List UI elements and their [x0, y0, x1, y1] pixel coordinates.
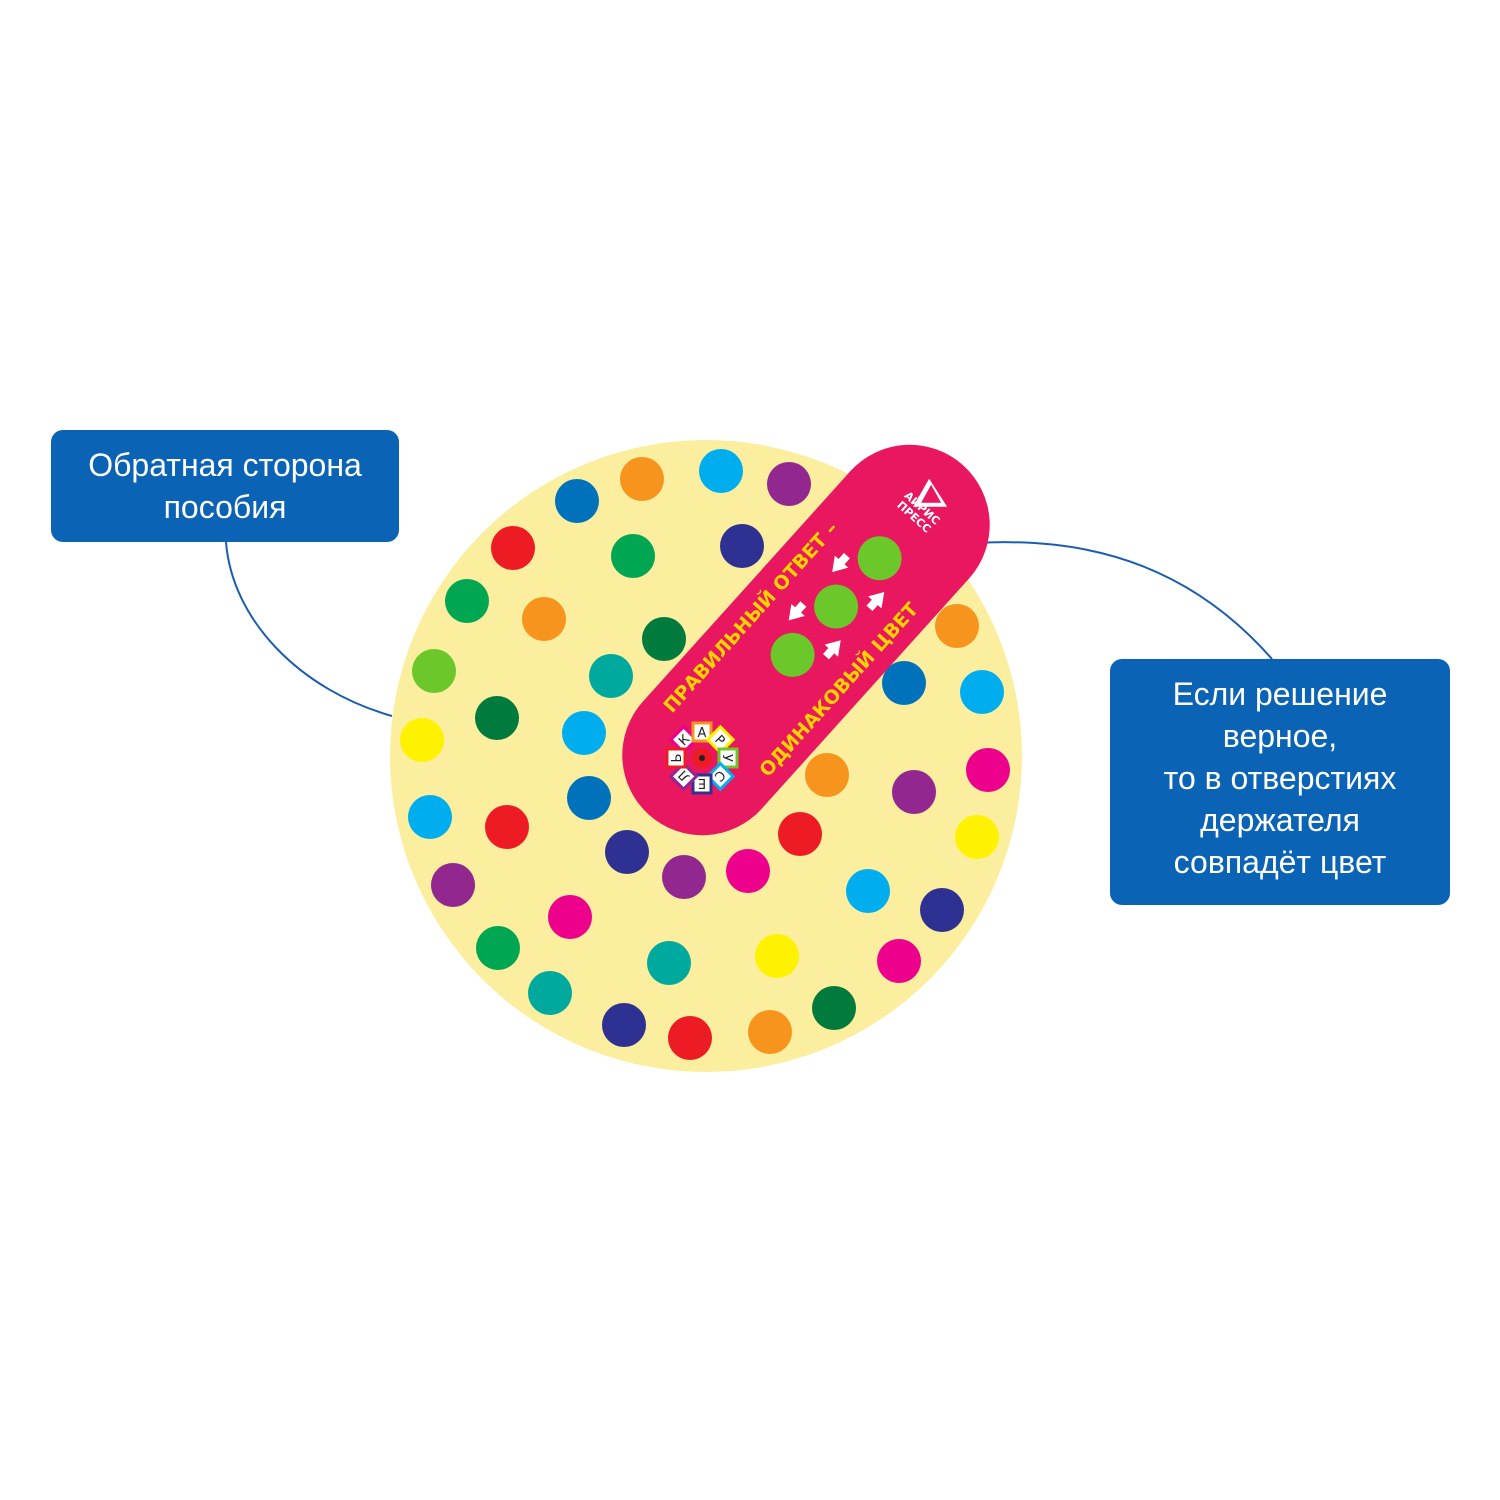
carousel-tile-box	[717, 747, 739, 769]
color-dot	[726, 849, 770, 893]
carousel-letter: У	[719, 754, 734, 762]
color-dot	[528, 971, 572, 1015]
carousel-tile: С	[705, 761, 736, 792]
color-dot	[846, 869, 890, 913]
carousel-tile: А	[691, 721, 713, 743]
color-dot	[935, 604, 979, 648]
color-dot	[892, 770, 936, 814]
holder-hole	[770, 632, 815, 677]
color-dot	[611, 534, 655, 578]
carousel-letter: Е	[698, 775, 706, 790]
connector-line-left	[225, 541, 393, 717]
color-dot	[555, 479, 599, 523]
arrow-icon	[788, 601, 807, 621]
color-dot	[620, 457, 664, 501]
carousel-hub	[699, 755, 705, 761]
color-dot	[548, 895, 592, 939]
color-dot	[647, 941, 691, 985]
color-dot	[699, 449, 743, 493]
color-dot	[960, 670, 1004, 714]
carousel-tile-box	[668, 724, 699, 755]
callout-right-line: Если решение	[1172, 676, 1388, 712]
carousel-tile-box	[705, 761, 736, 792]
color-dot	[567, 776, 611, 820]
color-dot	[400, 718, 444, 762]
carousel-tile-box	[691, 773, 713, 795]
color-dots	[400, 449, 1010, 1060]
color-dot	[805, 753, 849, 797]
callout-left-line: пособия	[163, 489, 287, 525]
carousel-tile: Л	[668, 761, 699, 792]
carousel-tile-box	[665, 747, 687, 769]
color-dot	[767, 462, 811, 506]
arrow-icon	[823, 640, 841, 660]
color-dot	[966, 748, 1010, 792]
color-dot	[602, 1003, 646, 1047]
color-dot	[920, 888, 964, 932]
color-dot	[662, 855, 706, 899]
callout-left-line: Обратная сторона	[88, 447, 362, 483]
color-dot	[605, 830, 649, 874]
color-dot	[720, 524, 764, 568]
carousel-tile-box	[705, 724, 736, 755]
color-dot	[431, 863, 475, 907]
color-dot	[882, 661, 926, 705]
color-dot	[522, 597, 566, 641]
color-dot	[412, 649, 456, 693]
color-dot	[778, 812, 822, 856]
color-dot	[445, 579, 489, 623]
callout-right-line: держателя	[1200, 802, 1360, 838]
color-dot	[877, 939, 921, 983]
color-dot	[668, 1016, 712, 1060]
color-dot	[955, 815, 999, 859]
color-dot	[642, 617, 686, 661]
carousel-letter: Ь	[670, 754, 685, 763]
arrow-icon	[832, 553, 850, 573]
carousel-letter: А	[698, 726, 707, 741]
color-dot	[491, 526, 535, 570]
arrow-icon	[866, 592, 885, 612]
carousel-tile: Е	[691, 773, 713, 795]
color-dot	[475, 696, 519, 740]
color-dot	[476, 926, 520, 970]
color-dot	[812, 986, 856, 1030]
color-dot	[562, 711, 606, 755]
holder-hole	[814, 584, 859, 629]
callout-back-side: Обратная сторона пособия	[51, 430, 399, 542]
carousel-tile: У	[717, 747, 739, 769]
color-dot	[589, 654, 633, 698]
callout-right-line: верное,	[1222, 718, 1338, 754]
carousel-tile: Р	[705, 724, 736, 755]
carousel-tile-box	[668, 761, 699, 792]
color-dot	[748, 1010, 792, 1054]
carousel-tile-box	[691, 721, 713, 743]
color-dot	[755, 934, 799, 978]
callout-correct-answer: Если решение верное, то в отверстиях дер…	[1110, 659, 1450, 905]
color-dot	[485, 805, 529, 849]
color-dot	[408, 795, 452, 839]
callout-right-line: совпадёт цвет	[1173, 844, 1387, 880]
carousel-tile: Ь	[665, 747, 687, 769]
carousel-tile: К	[668, 724, 699, 755]
holder-hole	[857, 536, 902, 581]
callout-right-line: то в отверстиях	[1163, 760, 1397, 796]
